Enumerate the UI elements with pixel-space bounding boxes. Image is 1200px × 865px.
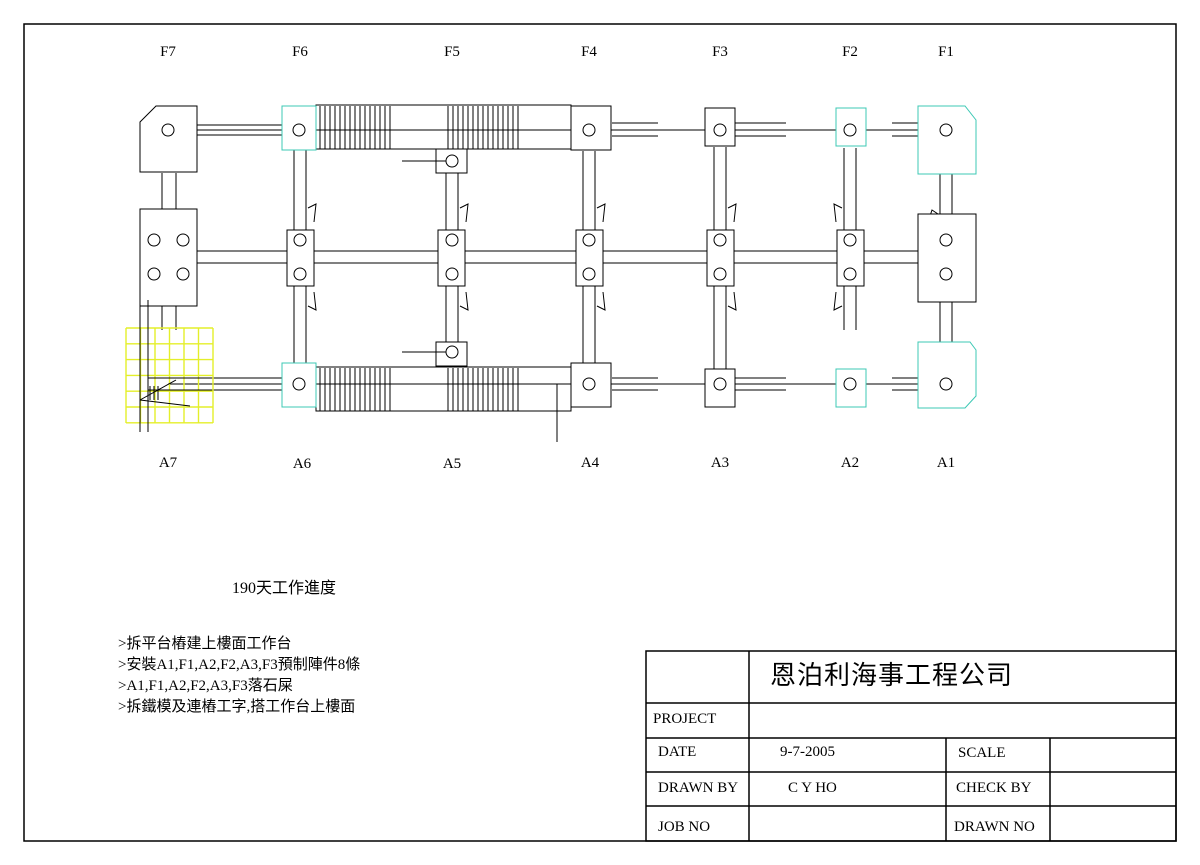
label-a6: A6 <box>292 456 312 472</box>
label-f3: F3 <box>712 44 728 60</box>
note-item: >拆平台樁建上樓面工作台 <box>118 636 292 652</box>
vertical-ties <box>161 147 953 369</box>
pile-cap-a3 <box>704 368 736 408</box>
date-value: 9-7-2005 <box>780 744 835 760</box>
pile-cap-mid-7 <box>139 208 198 307</box>
beam-middle <box>197 250 918 264</box>
label-a2: A2 <box>840 455 860 471</box>
note-item: >拆鐵模及連樁工字,搭工作台上樓面 <box>118 699 356 715</box>
label-f6: F6 <box>292 44 308 60</box>
company-name: 恩泊利海事工程公司 <box>770 661 1014 691</box>
job-no-label: JOB NO <box>658 819 711 835</box>
pile-cap-mid-1 <box>917 213 977 303</box>
scale-label: SCALE <box>958 745 1006 761</box>
work-notes: >拆平台樁建上樓面工作台 >安裝A1,F1,A2,F2,A3,F3預制陣件8條 … <box>118 634 360 718</box>
work-platform-a7 <box>125 272 214 432</box>
progress-title: 190天工作進度 <box>232 580 337 597</box>
drawn-by-value: C Y HO <box>788 780 837 796</box>
pile-cap-a5-small <box>402 341 468 367</box>
pile-cap-a2 <box>835 368 867 408</box>
pile-cap-f6 <box>281 105 317 151</box>
label-a4: A4 <box>580 455 600 471</box>
pile-cap-f4 <box>570 105 612 151</box>
pile-cap-f3 <box>704 107 736 147</box>
pile-cap-mid-2 <box>836 229 865 287</box>
pile-cap-f7 <box>139 105 198 173</box>
label-a7: A7 <box>158 455 178 471</box>
pile-cap-mid-4 <box>575 229 604 287</box>
precast-beam-top <box>315 104 572 150</box>
drawn-no-label: DRAWN NO <box>954 819 1035 835</box>
label-a1: A1 <box>936 455 956 471</box>
sheet-border <box>23 23 1177 842</box>
drawn-by-label: DRAWN BY <box>658 780 739 796</box>
label-f2: F2 <box>842 44 858 60</box>
check-by-label: CHECK BY <box>956 780 1032 796</box>
title-block <box>645 650 1177 842</box>
project-label: PROJECT <box>653 711 717 727</box>
note-item: >A1,F1,A2,F2,A3,F3落石屎 <box>118 678 293 694</box>
pile-cap-mid-5 <box>437 229 466 287</box>
date-label: DATE <box>658 744 697 760</box>
pile-cap-a4 <box>556 362 612 442</box>
pile-cap-mid-3 <box>706 229 735 287</box>
label-f4: F4 <box>581 44 597 60</box>
label-f5: F5 <box>444 44 460 60</box>
label-f7: F7 <box>160 44 176 60</box>
pile-cap-f5-small <box>402 148 468 174</box>
structural-plan <box>125 104 977 442</box>
pile-cap-f1 <box>917 105 977 175</box>
note-item: >安裝A1,F1,A2,F2,A3,F3預制陣件8條 <box>118 657 361 673</box>
label-a5: A5 <box>442 456 462 472</box>
pile-cap-a6 <box>281 362 317 408</box>
pile-cap-a1 <box>917 341 977 409</box>
label-a3: A3 <box>710 455 730 471</box>
pile-cap-f2 <box>835 107 867 147</box>
pile-cap-mid-6 <box>286 229 315 287</box>
label-f1: F1 <box>938 44 954 60</box>
precast-beam-bottom <box>315 366 572 412</box>
bracket-marks <box>307 203 939 311</box>
